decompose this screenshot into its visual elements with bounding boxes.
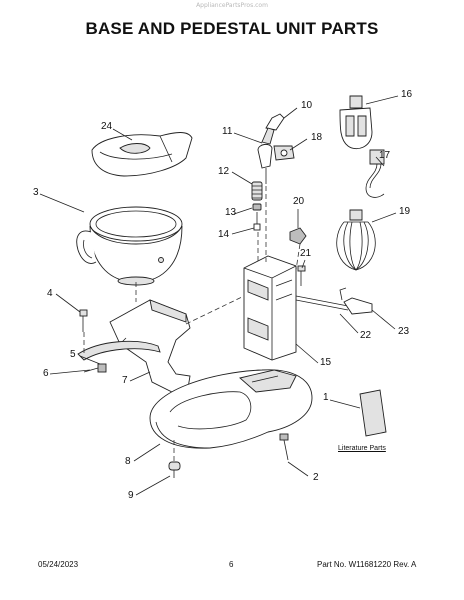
callout-8: 8 [125,456,131,467]
pedestal-column-drawing [243,255,297,361]
clamp-ring-drawing [77,340,161,361]
callout-2: 2 [313,472,319,483]
watermark: AppliancePartsPros.com [196,2,268,9]
literature-drawing [359,389,387,437]
page-title: BASE AND PEDESTAL UNIT PARTS [85,19,379,38]
callout-10: 10 [301,100,313,111]
callout-3: 3 [33,187,39,198]
callout-15: 15 [320,357,332,368]
callout-4: 4 [47,288,53,299]
footer-part-number: Part No. W11681220 Rev. A [317,560,417,569]
callout-14: 14 [218,229,230,240]
lift-lever-drawing [257,113,295,184]
screw-6-drawing [83,363,107,373]
callout-5: 5 [70,349,76,360]
callout-1: 1 [323,392,329,403]
leader-lines [39,95,399,496]
callout-21: 21 [300,248,312,259]
callout-23: 23 [398,326,410,337]
clip-drawing [289,227,307,245]
footer-page-number: 6 [229,560,234,569]
spring-screw-drawing [251,181,263,231]
dough-hook-drawing [365,149,385,198]
callout-11: 11 [222,126,233,137]
callout-12: 12 [218,166,230,177]
base-drawing [149,369,313,449]
callout-6: 6 [43,368,49,379]
flat-beater-drawing [339,95,373,150]
literature-parts-label: Literature Parts [338,445,386,452]
callout-19: 19 [399,206,411,217]
screw-21-drawing [297,265,306,286]
mixing-bowl-drawing [76,206,183,286]
callout-13: 13 [225,207,237,218]
callout-18: 18 [311,132,323,143]
lift-rod-drawing [295,287,373,315]
callout-24: 24 [101,121,113,132]
callout-9: 9 [128,490,134,501]
assembly-lines [83,186,301,462]
callout-16: 16 [401,89,413,100]
callout-17: 17 [379,150,391,161]
footer-date: 05/24/2023 [38,560,79,569]
pouring-shield-drawing [91,132,193,177]
screw-2-drawing [279,433,289,461]
callout-7: 7 [122,375,128,386]
wire-whip-drawing [336,209,376,271]
foot-drawing [168,461,181,478]
screw-4-drawing [79,309,88,332]
callout-20: 20 [293,196,305,207]
callout-22: 22 [360,330,372,341]
